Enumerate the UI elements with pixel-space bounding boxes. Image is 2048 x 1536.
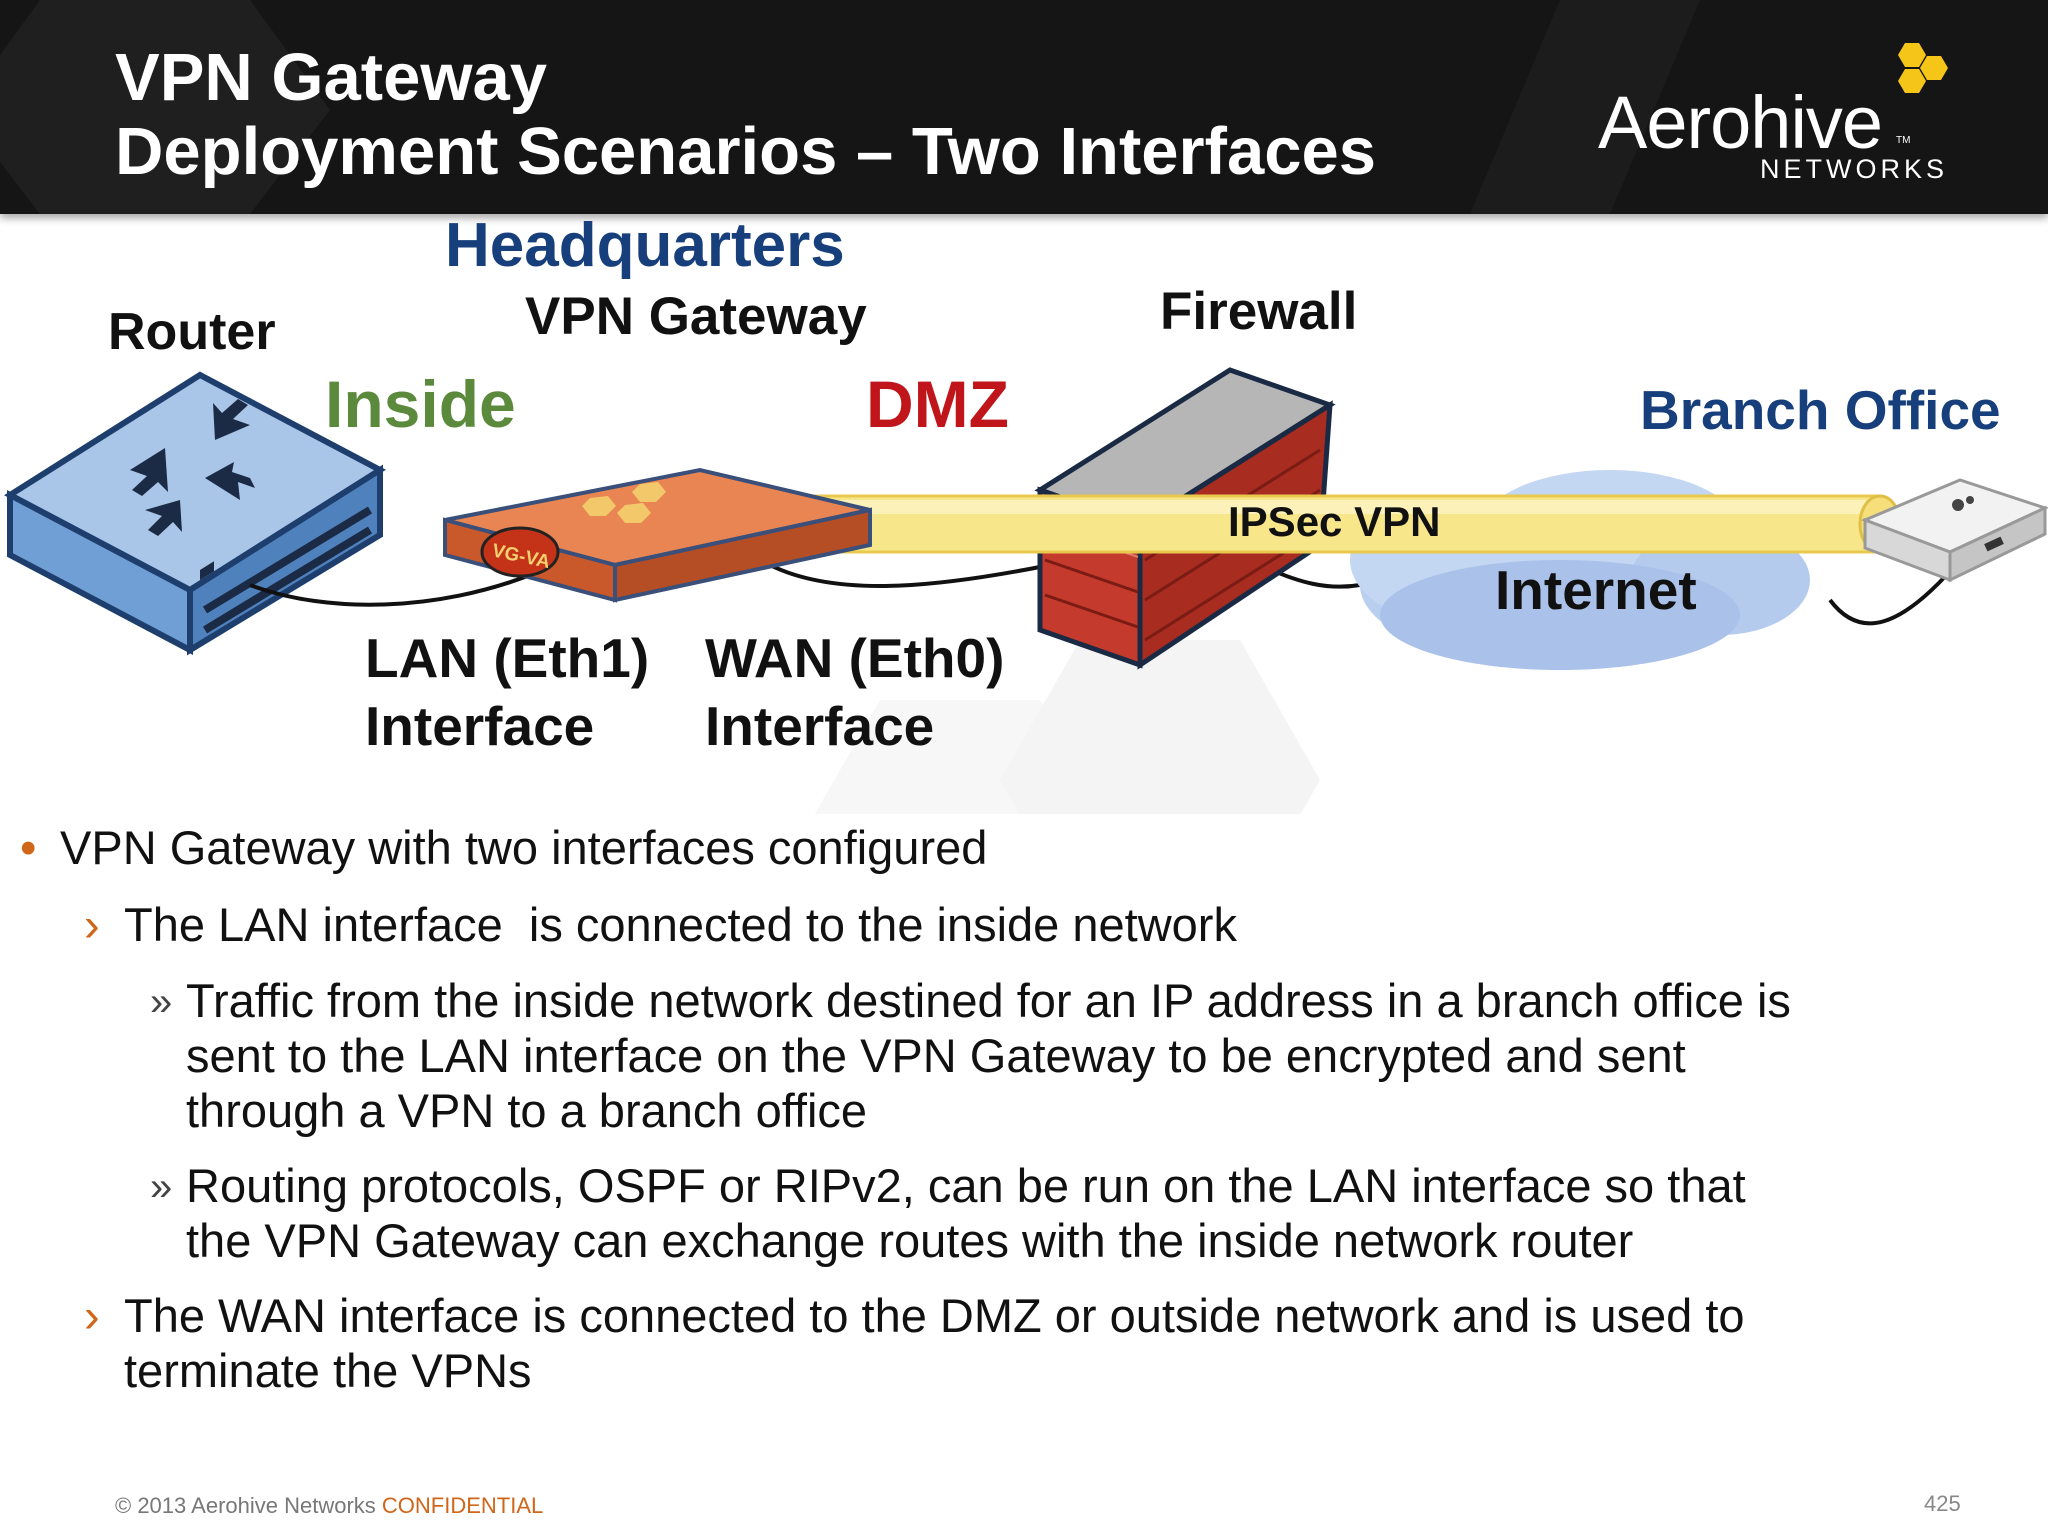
wan-cable	[769, 563, 1051, 588]
bullet-marker: »	[150, 1165, 173, 1209]
aerohive-logo: Aerohive TM NETWORKS	[1590, 38, 1990, 188]
bullet-text-line: terminate the VPNs	[124, 1344, 532, 1397]
confidential-label: CONFIDENTIAL	[381, 1493, 544, 1518]
copyright-text: © 2013 Aerohive Networks	[115, 1493, 376, 1518]
inside-label: Inside	[325, 367, 516, 441]
firewall-label: Firewall	[1160, 282, 1358, 341]
hive-logo-icon	[1885, 43, 1948, 93]
headquarters-label: Headquarters	[445, 211, 845, 280]
bullet-marker: ›	[84, 1289, 100, 1342]
lan-interface-line-2: Interface	[365, 695, 595, 757]
wan-interface-line-2: Interface	[705, 695, 935, 757]
internet-label: Internet	[1495, 559, 1697, 621]
ipsec-vpn-label: IPSec VPN	[1228, 498, 1441, 545]
background-hexagon	[1000, 640, 1320, 814]
bullet-text-line: The WAN interface is connected to the DM…	[124, 1289, 1745, 1342]
wan-interface-label: WAN (Eth0) Interface	[705, 624, 1004, 760]
dmz-label: DMZ	[866, 367, 1009, 441]
bullet-text: The LAN interface is connected to the in…	[124, 898, 1237, 951]
branch-access-point-icon	[1860, 478, 2048, 583]
bullet-text-line: through a VPN to a branch office	[186, 1084, 868, 1137]
router-label: Router	[108, 303, 276, 361]
bullet-marker: ›	[84, 898, 100, 951]
logo-trademark: TM	[1896, 135, 1911, 146]
lan-interface-label: LAN (Eth1) Interface	[365, 624, 649, 760]
branch-office-label: Branch Office	[1640, 379, 2001, 441]
bullet-text-line: the VPN Gateway can exchange routes with…	[186, 1214, 1634, 1267]
logo-subtitle: NETWORKS	[1760, 154, 1949, 184]
lan-cable	[249, 573, 531, 607]
slide-title-line-1: VPN Gateway	[115, 40, 547, 115]
logo-wordmark: Aerohive	[1598, 81, 1883, 164]
bullet-text-line: Traffic from the inside network destined…	[186, 974, 1791, 1027]
page-number: 425	[1924, 1491, 1961, 1516]
network-diagram: VG-VA	[4, 367, 2048, 814]
vpn-gateway-label: VPN Gateway	[525, 287, 867, 346]
branch-cable	[1828, 558, 1962, 626]
bullet-text-line: Routing protocols, OSPF or RIPv2, can be…	[186, 1159, 1746, 1212]
slide-header: VPN Gateway Deployment Scenarios – Two I…	[0, 0, 2048, 214]
wan-interface-line-1: WAN (Eth0)	[705, 627, 1005, 689]
lan-interface-line-1: LAN (Eth1)	[365, 627, 650, 689]
bullet-marker: »	[150, 980, 173, 1024]
bullet-text-line: sent to the LAN interface on the VPN Gat…	[186, 1029, 1686, 1082]
header-hexagon-pattern	[0, 0, 1700, 214]
slide-title-line-2: Deployment Scenarios – Two Interfaces	[115, 114, 1376, 189]
bullet-text: VPN Gateway with two interfaces configur…	[60, 821, 988, 874]
bullet-marker: •	[20, 821, 37, 874]
router-icon	[4, 371, 386, 656]
vpn-gateway-device-icon	[443, 467, 872, 603]
footer-copyright: © 2013 Aerohive Networks CONFIDENTIAL	[115, 1493, 543, 1519]
